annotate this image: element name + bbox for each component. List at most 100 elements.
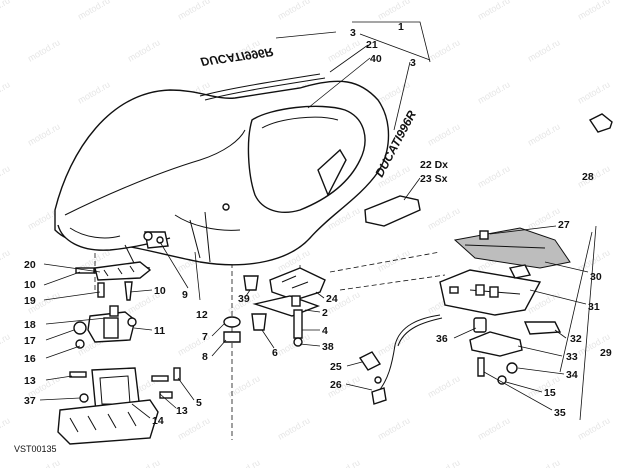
- callout-23: 23 Sx: [420, 173, 448, 185]
- callout-37: 37: [24, 395, 36, 407]
- watermark-text: motod.ru: [26, 457, 62, 468]
- washer-15: [497, 375, 507, 385]
- latch-bracket: [252, 267, 326, 347]
- grommet-7: [223, 316, 241, 328]
- callout-1: 1: [398, 21, 404, 33]
- callout-31: 31: [588, 301, 600, 313]
- release-cable: [358, 314, 443, 405]
- callout-27: 27: [558, 219, 570, 231]
- watermark-text: motod.ru: [476, 415, 512, 441]
- callout-13a: 13: [24, 375, 36, 387]
- callout-29: 29: [600, 347, 612, 359]
- callout-28: 28: [582, 171, 594, 183]
- callout-13b: 13: [176, 405, 188, 417]
- watermark-text: motod.ru: [476, 163, 512, 189]
- watermark-text: motod.ru: [426, 121, 462, 147]
- watermark-text: motod.ru: [326, 457, 362, 468]
- mount-plate: [469, 331, 523, 357]
- watermark-text: motod.ru: [326, 37, 362, 63]
- callout-26: 26: [330, 379, 342, 391]
- callout-30: 30: [590, 271, 602, 283]
- watermark-text: motod.ru: [0, 247, 12, 273]
- watermark-text: motod.ru: [426, 373, 462, 399]
- screw-35: [477, 357, 485, 377]
- watermark-text: motod.ru: [76, 0, 112, 22]
- callout-24: 24: [326, 293, 338, 305]
- watermark-text: motod.ru: [126, 37, 162, 63]
- callouts: 1 3 21 40 3 22 Dx 23 Sx 28 27 30 31 32 2…: [24, 21, 612, 427]
- watermark-text: motod.ru: [576, 0, 612, 22]
- callout-8: 8: [202, 351, 208, 363]
- watermark-text: motod.ru: [476, 79, 512, 105]
- watermark-text: motod.ru: [526, 37, 562, 63]
- callout-35: 35: [554, 407, 566, 419]
- watermark-text: motod.ru: [426, 205, 462, 231]
- bolt-6: [251, 313, 267, 331]
- callout-34: 34: [566, 369, 578, 381]
- callout-18: 18: [24, 319, 36, 331]
- watermark-text: motod.ru: [376, 415, 412, 441]
- callout-39: 39: [238, 293, 250, 305]
- watermark-text: motod.ru: [0, 415, 12, 441]
- callout-15: 15: [544, 387, 556, 399]
- watermark-text: motod.ru: [0, 79, 12, 105]
- watermark-text: motod.ru: [276, 0, 312, 22]
- watermark-text: motod.ru: [426, 457, 462, 468]
- callout-22: 22 Dx: [420, 159, 448, 171]
- callout-38: 38: [322, 341, 334, 353]
- watermark-text: motod.ru: [176, 415, 212, 441]
- callout-3a: 3: [350, 27, 356, 39]
- watermark-text: motod.ru: [526, 121, 562, 147]
- callout-36: 36: [436, 333, 448, 345]
- callout-32: 32: [570, 333, 582, 345]
- side-pad: [364, 195, 421, 227]
- callout-6: 6: [272, 347, 278, 359]
- callout-10b: 10: [154, 285, 166, 297]
- callout-11: 11: [154, 325, 165, 337]
- nut-34: [506, 362, 518, 374]
- callout-33: 33: [566, 351, 578, 363]
- callout-9: 9: [182, 289, 188, 301]
- watermark-text: motod.ru: [0, 331, 12, 357]
- callout-2: 2: [322, 307, 328, 319]
- spacer-8: [223, 331, 241, 343]
- figure-code: VST00135: [14, 444, 57, 454]
- hinge-group: [73, 261, 152, 349]
- watermark-text: motod.ru: [376, 0, 412, 22]
- callout-19: 19: [24, 295, 36, 307]
- watermark-text: motod.ru: [26, 37, 62, 63]
- bottom-latch: [57, 367, 181, 445]
- leader-lines: [39, 21, 597, 421]
- callout-3b: 3: [410, 57, 416, 69]
- watermark-text: motod.ru: [0, 0, 12, 22]
- callout-16: 16: [24, 353, 36, 365]
- watermark-text: motod.ru: [226, 457, 262, 468]
- tail-light: [453, 227, 571, 269]
- watermark-text: motod.ru: [526, 457, 562, 468]
- watermark-text: motod.ru: [0, 163, 12, 189]
- watermark-text: motod.ru: [76, 79, 112, 105]
- watermark-text: motod.ru: [26, 121, 62, 147]
- callout-21: 21: [366, 39, 378, 51]
- callout-7: 7: [202, 331, 208, 343]
- callout-17: 17: [24, 335, 36, 347]
- callout-5: 5: [196, 397, 202, 409]
- watermark-text: motod.ru: [476, 0, 512, 22]
- pin-39: [243, 275, 259, 291]
- watermark-text: motod.ru: [376, 79, 412, 105]
- watermark-text: motod.ru: [226, 373, 262, 399]
- watermark-text: motod.ru: [576, 79, 612, 105]
- watermark-text: motod.ru: [176, 0, 212, 22]
- callout-40: 40: [370, 53, 382, 65]
- watermark-text: motod.ru: [576, 415, 612, 441]
- tail-housing: [439, 264, 542, 316]
- callout-12: 12: [196, 309, 208, 321]
- callout-25: 25: [330, 361, 342, 373]
- seat-assembly: [54, 73, 390, 269]
- bushing: [473, 317, 487, 333]
- callout-20: 20: [24, 259, 36, 271]
- watermark-text: motod.ru: [126, 457, 162, 468]
- callout-10a: 10: [24, 279, 36, 291]
